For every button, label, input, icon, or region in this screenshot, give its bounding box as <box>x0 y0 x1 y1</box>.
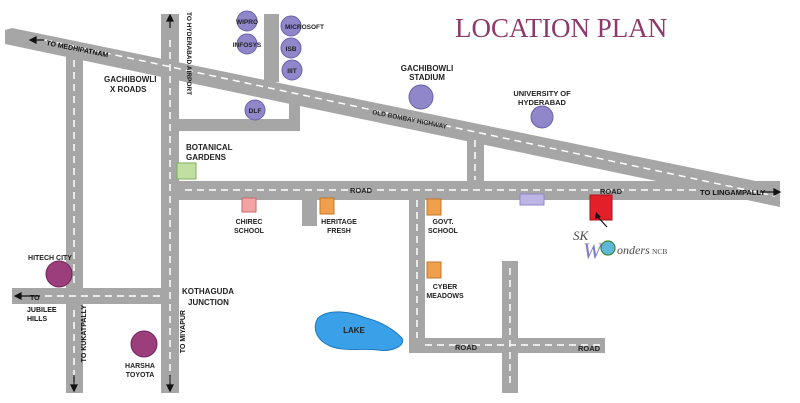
page-title: LOCATION PLAN <box>455 13 667 43</box>
iiit-label: IIIT <box>287 68 296 75</box>
to-kukatpally-label: TO KUKATPALLY <box>81 305 88 363</box>
university-marker <box>530 105 554 129</box>
it-park-connector <box>264 14 279 82</box>
cyber-meadows-label-1: CYBER <box>433 284 458 291</box>
direction-arrows <box>13 13 782 393</box>
harsha-label-2: TOYOTA <box>126 372 155 379</box>
project-site-arrowhead <box>595 212 601 219</box>
heritage-label-2: FRESH <box>327 228 351 235</box>
dlf-marker <box>244 99 266 121</box>
to-jubilee-label: TO <box>30 295 40 302</box>
university-label-1: UNIVERSITY OF <box>513 89 571 98</box>
lilac-marker <box>519 193 545 206</box>
stadium-marker <box>408 84 434 110</box>
lake-label: LAKE <box>343 326 365 335</box>
stadium-label-2: STADIUM <box>409 73 445 82</box>
logo-ncb: NCB <box>652 247 667 256</box>
kothaguda-label-1: KOTHAGUDA <box>182 287 234 296</box>
logo-w: W <box>583 238 603 263</box>
hitech-label: HITECH CITY <box>28 255 72 262</box>
microsoft-label: MICROSOFT <box>285 24 324 31</box>
project-site-marker <box>589 194 613 221</box>
logo-wonders: onders <box>617 243 650 257</box>
govt-school-label-2: SCHOOL <box>428 228 459 235</box>
govt-school-road <box>409 198 425 344</box>
harsha-toyota-marker <box>130 330 158 358</box>
isb-label: ISB <box>286 46 297 53</box>
kothaguda-label-2: JUNCTION <box>188 298 229 307</box>
road-center-lines <box>44 39 776 388</box>
chirec-label-1: CHIREC <box>236 219 263 226</box>
bottom-road-label-right: ROAD <box>578 344 601 353</box>
govt-school-label-1: GOVT. <box>432 219 453 226</box>
lake-shape <box>314 311 404 351</box>
main-road-label-right: ROAD <box>600 187 623 196</box>
botanical-marker <box>176 162 197 180</box>
microsoft-marker <box>280 15 302 37</box>
hitech-marker <box>45 260 73 288</box>
jubilee-road <box>12 288 172 304</box>
govt-school-marker <box>426 198 442 216</box>
it-companies: WIPRO INFOSYS MICROSOFT ISB IIIT DLF <box>233 10 324 121</box>
stadium-label-1: GACHIBOWLI <box>401 64 453 73</box>
harsha-label-1: HARSHA <box>125 363 155 370</box>
isb-marker <box>280 37 302 59</box>
dlf-label: DLF <box>249 108 262 115</box>
to-miyapur-label: TO MIYAPUR <box>180 310 187 353</box>
logo-sk: SK <box>573 228 590 243</box>
chirec-marker <box>241 197 257 213</box>
university-label-2: HYDERABAD <box>518 98 567 107</box>
right-vertical-road <box>502 261 518 393</box>
to-lingampally-label: TO LINGAMPALLY <box>700 188 765 197</box>
infosys-label: INFOSYS <box>233 42 262 49</box>
gachibowli-x-label-2: X ROADS <box>110 85 147 94</box>
jubilee-label-2: HILLS <box>27 316 48 323</box>
cyber-meadows-marker <box>426 261 442 279</box>
bottom-road-label-left: ROAD <box>455 343 478 352</box>
to-airport-label: TO HYDERABAD AIRPORT <box>185 12 192 95</box>
cyber-meadows-label-2: MEADOWS <box>426 293 464 300</box>
jubilee-label-1: JUBILEE <box>27 307 57 314</box>
gachibowli-x-label-1: GACHIBOWLI <box>104 75 156 84</box>
main-road-label-left: ROAD <box>350 186 373 195</box>
iiit-marker <box>281 59 303 81</box>
sk-wonders-logo: SK W onders NCB <box>573 228 667 263</box>
wipro-label: WIPRO <box>236 19 258 26</box>
botanical-label-2: GARDENS <box>186 153 227 162</box>
infosys-marker <box>236 33 258 55</box>
heritage-marker <box>319 197 335 215</box>
heritage-stub <box>302 198 317 226</box>
chirec-label-2: SCHOOL <box>234 228 265 235</box>
heritage-label-1: HERITAGE <box>321 219 357 226</box>
globe-icon <box>600 240 616 256</box>
wipro-marker <box>236 10 258 32</box>
botanical-label-1: BOTANICAL <box>186 143 233 152</box>
dlf-loop-road <box>179 98 300 131</box>
